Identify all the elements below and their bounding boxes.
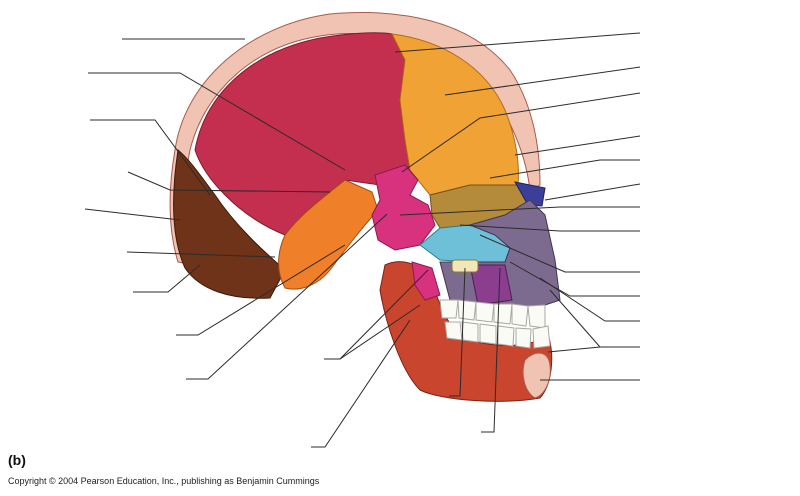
leader-line: [444, 66, 641, 96]
leader-line: [90, 119, 211, 196]
leader-line: [459, 224, 640, 232]
leader-line: [509, 261, 640, 297]
leader-line: [479, 234, 640, 273]
leader-line: [126, 251, 276, 258]
mandible-cut-face: [522, 352, 551, 399]
leader-line: [127, 171, 331, 193]
nasal-bone: [514, 181, 546, 207]
lower-teeth: [444, 321, 551, 349]
leader-lines-right: [394, 32, 641, 381]
leader-line: [84, 208, 181, 221]
leader-line: [549, 289, 601, 348]
leader-line: [88, 72, 346, 171]
leader-line: [489, 159, 640, 179]
leader-line: [547, 346, 640, 353]
leader-line: [133, 264, 201, 293]
sphenoid-bone: [371, 164, 436, 251]
panel-label: (b): [8, 452, 26, 468]
leader-lines-left: [84, 38, 501, 448]
leader-line: [339, 269, 429, 360]
leader-line: [176, 244, 346, 336]
upper-teeth: [439, 299, 546, 329]
copyright-notice: Copyright © 2004 Pearson Education, Inc.…: [8, 476, 320, 486]
leader-line: [539, 277, 640, 322]
leader-line: [481, 267, 501, 433]
leader-line: [401, 92, 641, 173]
leader-line: [186, 213, 388, 380]
vomer-bone: [469, 264, 513, 306]
leader-line: [544, 183, 641, 201]
leader-line: [399, 206, 640, 216]
pterygoid-process: [411, 261, 441, 301]
leader-line: [514, 135, 641, 156]
leader-line: [449, 267, 466, 397]
leader-line: [311, 319, 411, 448]
leader-line: [394, 32, 641, 53]
